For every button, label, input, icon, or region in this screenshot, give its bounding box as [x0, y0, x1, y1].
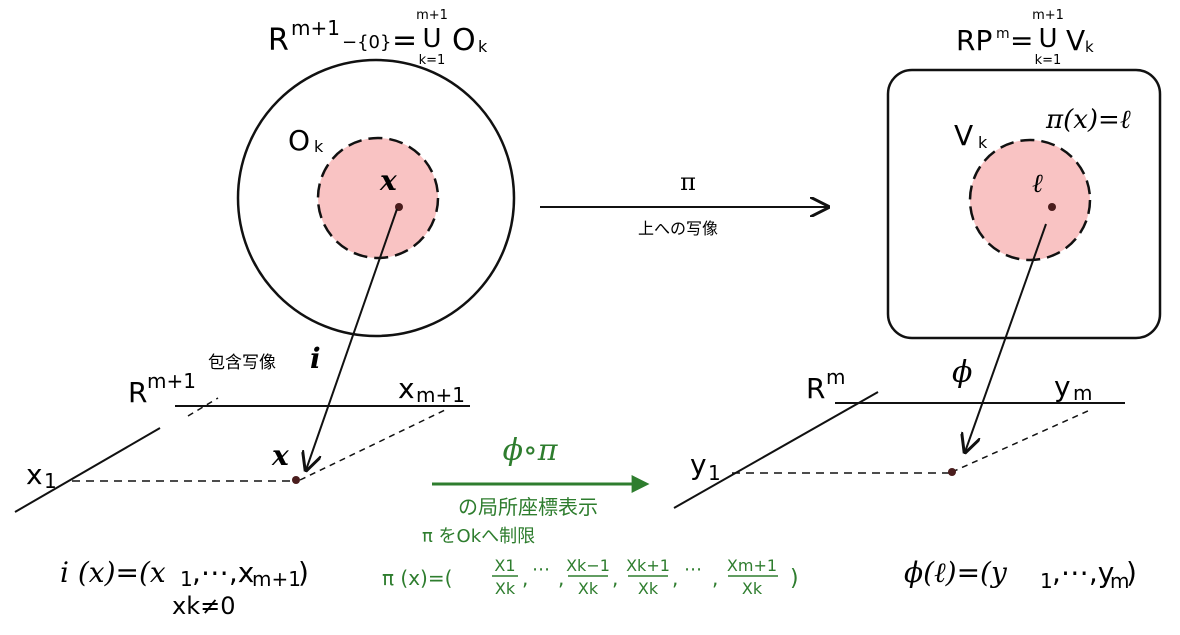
vk-label-sub: k	[978, 133, 988, 152]
left-plane-xm-sub: m+1	[416, 383, 465, 407]
right-title-RP: RP	[956, 24, 992, 57]
ok-label-O: O	[288, 124, 310, 157]
vk-label-V: V	[954, 119, 973, 152]
right-title-sup: m	[996, 26, 1010, 42]
phi-formula-end: )	[1126, 556, 1137, 589]
left-plane-R: R	[128, 376, 147, 409]
left-title-R: R	[268, 23, 289, 58]
right-title-union-bottom: k=1	[1035, 53, 1062, 68]
pi-equation: π(x)=ℓ	[1045, 105, 1131, 135]
outer-circle	[236, 58, 516, 338]
composite-block: ϕ∘π の局所座標表示 π をOkへ制限 π (x)=( X1 Xk , ⋯ ,…	[382, 433, 799, 598]
right-plane-R: R	[806, 372, 825, 405]
right-title-V-sub: k	[1085, 38, 1094, 56]
bottom-right-formula: ϕ(ℓ)=(y 1 ,⋯,y m )	[904, 556, 1137, 593]
frac3-den: Xk	[638, 579, 659, 598]
inclusion-arrow	[306, 208, 398, 470]
y-point-plane	[948, 468, 956, 476]
right-title-union: U	[1038, 24, 1057, 54]
x-label-plane: x	[271, 439, 289, 472]
pi-caption: 上への写像	[638, 219, 718, 238]
ell-label: ℓ	[1032, 169, 1043, 199]
left-plane-axis-x1	[14, 427, 161, 513]
frac-comma-4: ,	[672, 566, 678, 590]
xk-condition: xk≠0	[172, 592, 235, 620]
right-plane-ym-sub: m	[1073, 381, 1092, 405]
inclusion-caption: 包含写像	[208, 353, 276, 373]
left-title-minus0: −{0}	[342, 32, 391, 53]
frac2-num: Xk−1	[566, 556, 610, 575]
i-formula-sub-m1: m+1	[252, 567, 301, 591]
right-plane-R-sup: m	[826, 365, 845, 389]
frac-comma-5: ,	[712, 566, 718, 590]
ellipsis-2: ⋯	[684, 559, 702, 580]
composite-caption2: π をOkへ制限	[422, 526, 535, 547]
frac-comma-2: ,	[558, 566, 564, 590]
left-plane-dash-diag	[299, 409, 446, 481]
left-title-union: U	[422, 24, 441, 54]
left-title-eq: =	[392, 23, 417, 58]
x-label-top: x	[379, 164, 397, 197]
frac3-num: Xk+1	[626, 556, 670, 575]
right-title-V: V	[1066, 24, 1085, 57]
phi-arrow	[965, 223, 1047, 452]
composite-caption1: の局所座標表示	[458, 495, 598, 519]
ok-label-sub: k	[314, 137, 324, 156]
frac-comma-3: ,	[612, 566, 618, 590]
phi-pi-label: ϕ∘π	[503, 433, 559, 468]
phi-label: ϕ	[952, 355, 972, 390]
composite-formula-suffix: )	[790, 566, 799, 591]
i-formula-end: )	[298, 556, 309, 589]
left-title: R m+1 −{0} = m+1 U k=1 O k	[268, 8, 488, 68]
phi-formula: ϕ(ℓ)=(y	[904, 556, 1008, 589]
frac2-den: Xk	[578, 579, 599, 598]
i-formula-mid: ,⋯,x	[192, 556, 254, 589]
frac-comma-1: ,	[522, 566, 528, 590]
composite-formula-prefix: π (x)=(	[382, 566, 452, 590]
phi-formula-sub1: 1	[1040, 569, 1053, 593]
left-title-O: O	[452, 23, 476, 58]
right-title: RP m = m+1 U k=1 V k	[956, 8, 1094, 68]
left-plane-xm: x	[398, 372, 415, 405]
right-plane-y1: y	[690, 448, 707, 481]
right-plane-axis-y1	[673, 391, 879, 509]
right-plane-y1-sub: 1	[708, 461, 721, 485]
phi-formula-mid: ,⋯,y	[1052, 556, 1114, 589]
left-title-O-sub: k	[478, 37, 488, 56]
ell-point	[1048, 203, 1056, 211]
x-point-plane	[292, 476, 300, 484]
frac1-num: X1	[494, 556, 515, 575]
frac4-num: Xm+1	[727, 556, 777, 575]
left-plane-R-sup: m+1	[147, 369, 196, 393]
inclusion-symbol: i	[310, 342, 321, 375]
right-plane-ym: y	[1054, 370, 1071, 403]
right-title-union-top: m+1	[1032, 8, 1064, 23]
left-plane-x1-sub: 1	[44, 469, 57, 493]
i-formula-sub1: 1	[180, 567, 193, 591]
pink-disk-right	[968, 138, 1092, 262]
rp-box	[886, 68, 1162, 340]
right-plane-dash-diag	[951, 409, 1091, 473]
frac4-den: Xk	[742, 579, 763, 598]
left-plane-x1: x	[26, 458, 43, 491]
frac1-den: Xk	[495, 579, 516, 598]
ellipsis-1: ⋯	[532, 559, 550, 580]
bottom-left-formula: i (x)=(x 1 ,⋯,x m+1 ) xk≠0	[60, 556, 309, 620]
phi-formula-sub-m: m	[1110, 569, 1129, 593]
left-title-union-bottom: k=1	[419, 53, 446, 68]
left-title-sup: m+1	[291, 16, 340, 40]
right-title-eq: =	[1010, 24, 1033, 57]
left-plane-dash-short	[187, 397, 219, 417]
i-formula: i (x)=(x	[60, 556, 166, 589]
left-title-union-top: m+1	[416, 8, 448, 23]
pi-label: π	[680, 168, 696, 196]
pink-disk-left	[316, 136, 440, 260]
